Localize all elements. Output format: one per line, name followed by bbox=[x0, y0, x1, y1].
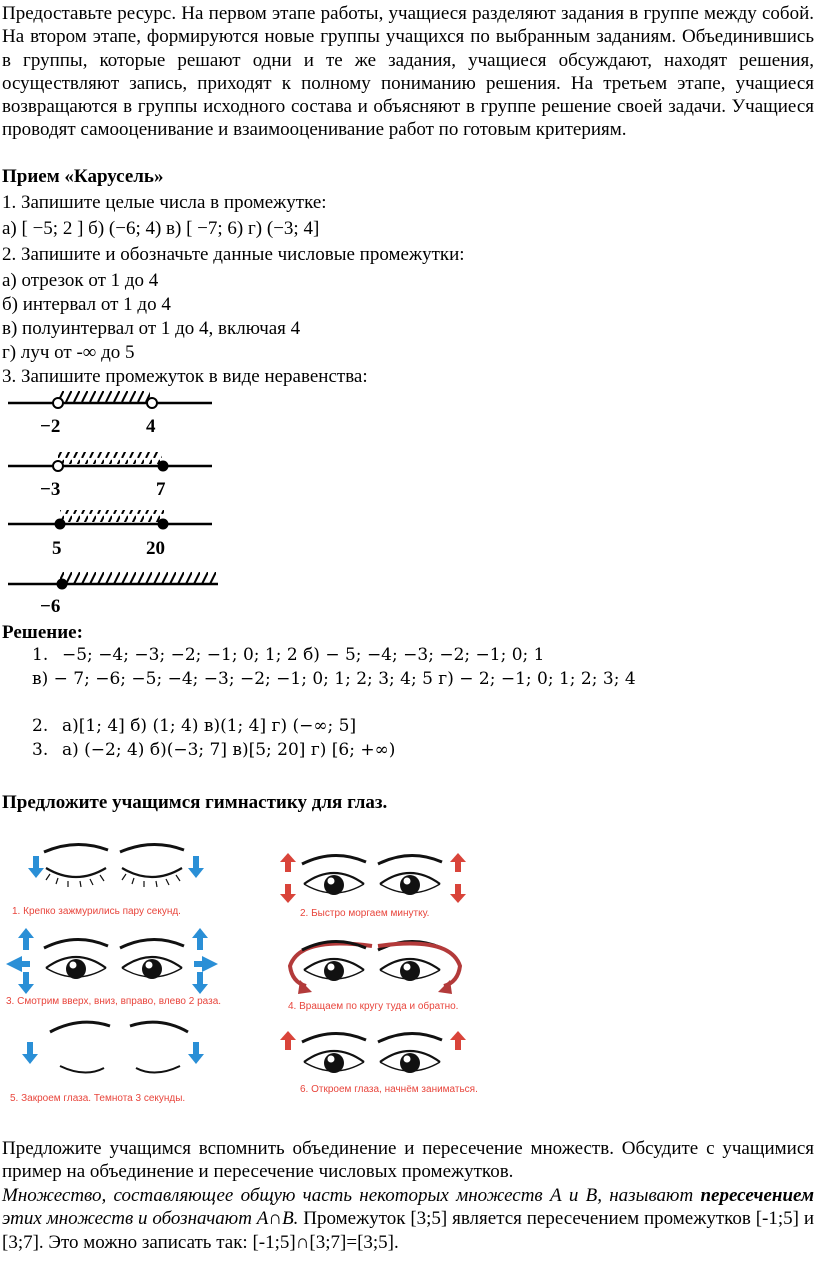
eye-step-caption: 1. Крепко зажмурились пару секунд. bbox=[12, 906, 181, 917]
eye-step-2: 2. Быстро моргаем минутку. bbox=[280, 853, 466, 919]
task3-title: 3. Запишите промежуток в виде неравенств… bbox=[2, 366, 368, 387]
arrow-down-icon bbox=[18, 972, 34, 994]
definition-term: пересечением bbox=[700, 1185, 814, 1206]
task1-title: 1. Запишите целые числа в промежутке: bbox=[2, 192, 327, 213]
eye-step-6: 6. Откроем глаза, начнём заниматься. bbox=[280, 1031, 478, 1095]
solution-2-text: а)[1; 4] б) (1; 4) в)(1; 4] г) (−∞; 5] bbox=[62, 716, 357, 736]
number-line-label: 4 bbox=[146, 416, 156, 437]
arrow-up-icon bbox=[450, 853, 466, 872]
solution-1-line2: в) − 7; −6; −5; −4; −3; −2; −1; 0; 1; 2;… bbox=[32, 669, 636, 689]
definition-text: Множество, составляющее общую часть неко… bbox=[2, 1185, 701, 1206]
rotate-arrow-icon bbox=[287, 941, 373, 988]
arrow-right-icon bbox=[202, 956, 218, 972]
eye-step-caption: 3. Смотрим вверх, вниз, вправо, влево 2 … bbox=[6, 996, 221, 1007]
eye-step-3: 3. Смотрим вверх, вниз, вправо, влево 2 … bbox=[6, 928, 221, 1007]
open-point bbox=[146, 397, 158, 409]
arrow-down-icon bbox=[22, 1042, 38, 1064]
arrow-down-icon bbox=[188, 856, 204, 878]
task2-title: 2. Запишите и обозначьте данные числовые… bbox=[2, 244, 465, 265]
eye-step-caption: 5. Закроем глаза. Темнота 3 секунды. bbox=[10, 1093, 185, 1104]
number-line-label: −2 bbox=[40, 416, 60, 437]
number-line-2: −3 7 bbox=[8, 452, 212, 500]
intro-paragraph: Предоставьте ресурс. На первом этапе раб… bbox=[2, 3, 814, 141]
arrow-up-icon bbox=[280, 1031, 296, 1050]
arrow-up-icon bbox=[280, 853, 296, 872]
solution-2-number: 2. bbox=[32, 716, 49, 736]
arrow-left-icon bbox=[6, 956, 22, 972]
arrow-down-icon bbox=[280, 884, 296, 903]
open-point bbox=[52, 397, 64, 409]
arrow-up-icon bbox=[192, 928, 208, 950]
number-line-label: −6 bbox=[40, 596, 60, 617]
eye-step-caption: 6. Откроем глаза, начнём заниматься. bbox=[300, 1084, 478, 1095]
number-line-3: 5 20 bbox=[8, 510, 212, 559]
solution-1-number: 1. bbox=[32, 645, 49, 665]
arrow-up-icon bbox=[450, 1031, 466, 1050]
arrow-down-icon bbox=[192, 972, 208, 994]
sets-definition: Множество, составляющее общую часть неко… bbox=[2, 1184, 814, 1254]
eye-step-caption: 2. Быстро моргаем минутку. bbox=[300, 908, 429, 919]
gymnastics-heading: Предложите учащимся гимнастику для глаз. bbox=[2, 792, 388, 813]
number-lines-figure: −2 4 −3 7 5 20 −6 bbox=[8, 391, 218, 617]
number-line-label: 7 bbox=[156, 479, 166, 500]
number-line-1: −2 4 bbox=[8, 391, 212, 437]
definition-text-end: этих множеств и обозначают А∩В. bbox=[2, 1208, 299, 1230]
number-line-label: 20 bbox=[146, 538, 165, 559]
closed-point bbox=[56, 578, 68, 590]
task2-item-c: в) полуинтервал от 1 до 4, включая 4 bbox=[2, 318, 301, 339]
solution-3-number: 3. bbox=[32, 740, 49, 760]
task2-item-a: а) отрезок от 1 до 4 bbox=[2, 270, 159, 291]
sets-discussion: Предложите учащимся вспомнить объединени… bbox=[2, 1138, 814, 1183]
solution-1-line1: −5; −4; −3; −2; −1; 0; 1; 2 б) − 5; −4; … bbox=[62, 645, 545, 665]
intersection-example: Промежуток [3;5] является пересечением п… bbox=[2, 1208, 814, 1253]
closed-point bbox=[157, 460, 169, 472]
eye-step-caption: 4. Вращаем по кругу туда и обратно. bbox=[288, 1000, 458, 1012]
task2-item-d: г) луч от -∞ до 5 bbox=[2, 342, 135, 363]
carousel-heading: Прием «Карусель» bbox=[2, 166, 164, 187]
arrow-down-icon bbox=[28, 856, 44, 878]
eye-step-4: 4. Вращаем по кругу туда и обратно. bbox=[287, 939, 463, 1012]
solution-3-text: а) (−2; 4) б)(−3; 7] в)[5; 20] г) [6; +∞… bbox=[62, 740, 396, 760]
open-point bbox=[52, 460, 64, 472]
arrow-down-icon bbox=[450, 884, 466, 903]
task2-item-b: б) интервал от 1 до 4 bbox=[2, 294, 171, 315]
eye-step-1: 1. Крепко зажмурились пару секунд. bbox=[12, 842, 204, 917]
closed-point bbox=[54, 518, 66, 530]
arrow-down-icon bbox=[188, 1042, 204, 1064]
arrow-up-icon bbox=[18, 928, 34, 950]
number-line-label: 5 bbox=[52, 538, 62, 559]
number-line-label: −3 bbox=[40, 479, 60, 500]
rotate-arrow-icon bbox=[377, 941, 463, 988]
solution-heading: Решение: bbox=[2, 622, 83, 643]
closed-point bbox=[157, 518, 169, 530]
task1-items: а) [ −5; 2 ] б) (−6; 4) в) [ −7; 6) г) (… bbox=[2, 218, 320, 239]
number-line-4: −6 bbox=[8, 572, 218, 617]
eye-gymnastics-illustration: 1. Крепко зажмурились пару секунд. 2. Бы… bbox=[6, 842, 478, 1104]
eye-step-5: 5. Закроем глаза. Темнота 3 секунды. bbox=[10, 1020, 204, 1104]
